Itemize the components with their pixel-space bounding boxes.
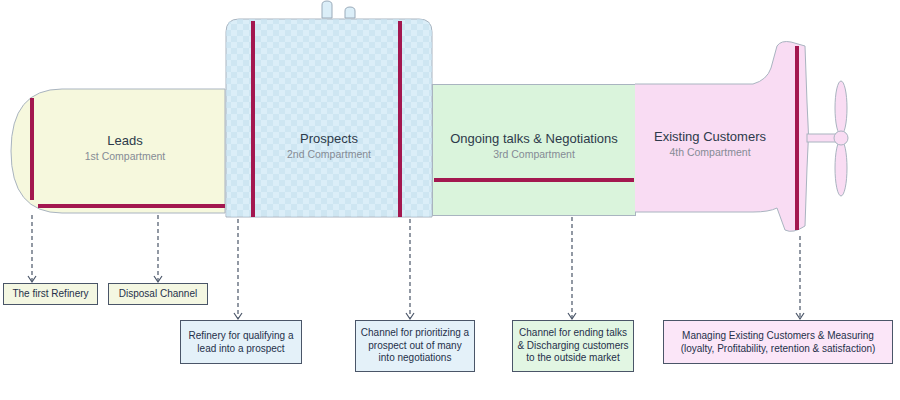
callout-text: Managing Existing Customers & Measuring … [668,330,888,355]
checker-texture [226,19,432,217]
propeller-blade [835,81,847,135]
callout-box: Disposal Channel [108,283,208,305]
callout-box: Refinery for qualifying a lead into a pr… [180,320,302,364]
callout-box: Channel for prioritizing a prospect out … [355,320,475,372]
compartment: Prospects2nd Compartment [225,18,433,218]
compartment-shape [433,85,636,216]
refinery-bar [251,21,255,217]
compartment-shape [11,89,225,213]
dashed-arrow [28,215,36,282]
text-block: Existing Customers4th Compartment [635,128,785,160]
compartment: Existing Customers4th Compartment [635,40,900,235]
callout-text: Channel for ending talks & Discharging c… [517,327,629,365]
arrowhead [28,276,36,282]
channel-bar [434,178,634,182]
compartment-subtitle: 1st Compartment [60,149,190,164]
compartment-subtitle: 2nd Compartment [265,147,393,162]
callout-text: Channel for prioritizing a prospect out … [360,327,470,365]
compartment-subtitle: 4th Compartment [635,145,785,160]
arrowhead [406,313,414,319]
dashed-arrow [234,219,242,319]
compartment-title: Ongoing talks & Negotiations [434,130,634,147]
compartment-shape [226,19,432,217]
compartment: Ongoing talks & Negotiations3rd Compartm… [432,84,636,216]
dashed-arrow [796,236,804,319]
propeller-hub [834,131,848,145]
arrowhead [568,313,576,319]
connector-line [157,215,158,281]
callout-box: The first Refinery [3,283,98,305]
dashed-arrow [406,219,414,319]
connector-line [799,236,800,318]
connector-line [409,219,410,318]
text-block: Ongoing talks & Negotiations3rd Compartm… [434,130,634,162]
callout-text: Refinery for qualifying a lead into a pr… [185,330,297,355]
text-block: Managing Existing Customers & Measuring … [668,330,888,355]
connector-line [237,219,238,318]
compartment-title: Prospects [265,130,393,147]
text-block: The first Refinery [8,288,93,301]
text-block: Disposal Channel [113,288,203,301]
compartment-title: Leads [60,132,190,149]
connector-line [31,215,32,281]
text-block: Prospects2nd Compartment [265,130,393,162]
text-block: Refinery for qualifying a lead into a pr… [185,330,297,355]
callout-text: The first Refinery [8,288,93,301]
propeller-shaft [807,134,837,142]
connector-line [571,217,572,318]
periscope [345,7,355,18]
text-block: Channel for ending talks & Discharging c… [517,327,629,365]
callout-box: Managing Existing Customers & Measuring … [663,320,893,364]
refinery-bar [30,98,34,200]
dashed-arrow [568,217,576,319]
compartment-shape [635,42,809,232]
callout-box: Channel for ending talks & Discharging c… [512,320,634,372]
compartment: Leads1st Compartment [10,88,226,214]
compartment-outline [225,18,433,218]
periscope [322,1,332,18]
arrowhead [234,313,242,319]
measure-bar [795,46,799,230]
compartment-title: Existing Customers [635,128,785,145]
arrowhead [154,276,162,282]
arrowhead [796,313,804,319]
channel-bar [398,21,402,217]
callout-text: Disposal Channel [113,288,203,301]
propeller-blade [835,140,847,196]
disposal-bar [38,204,225,208]
compartment-subtitle: 3rd Compartment [434,147,634,162]
text-block: Leads1st Compartment [60,132,190,164]
text-block: Channel for prioritizing a prospect out … [360,327,470,365]
dashed-arrow [154,215,162,282]
